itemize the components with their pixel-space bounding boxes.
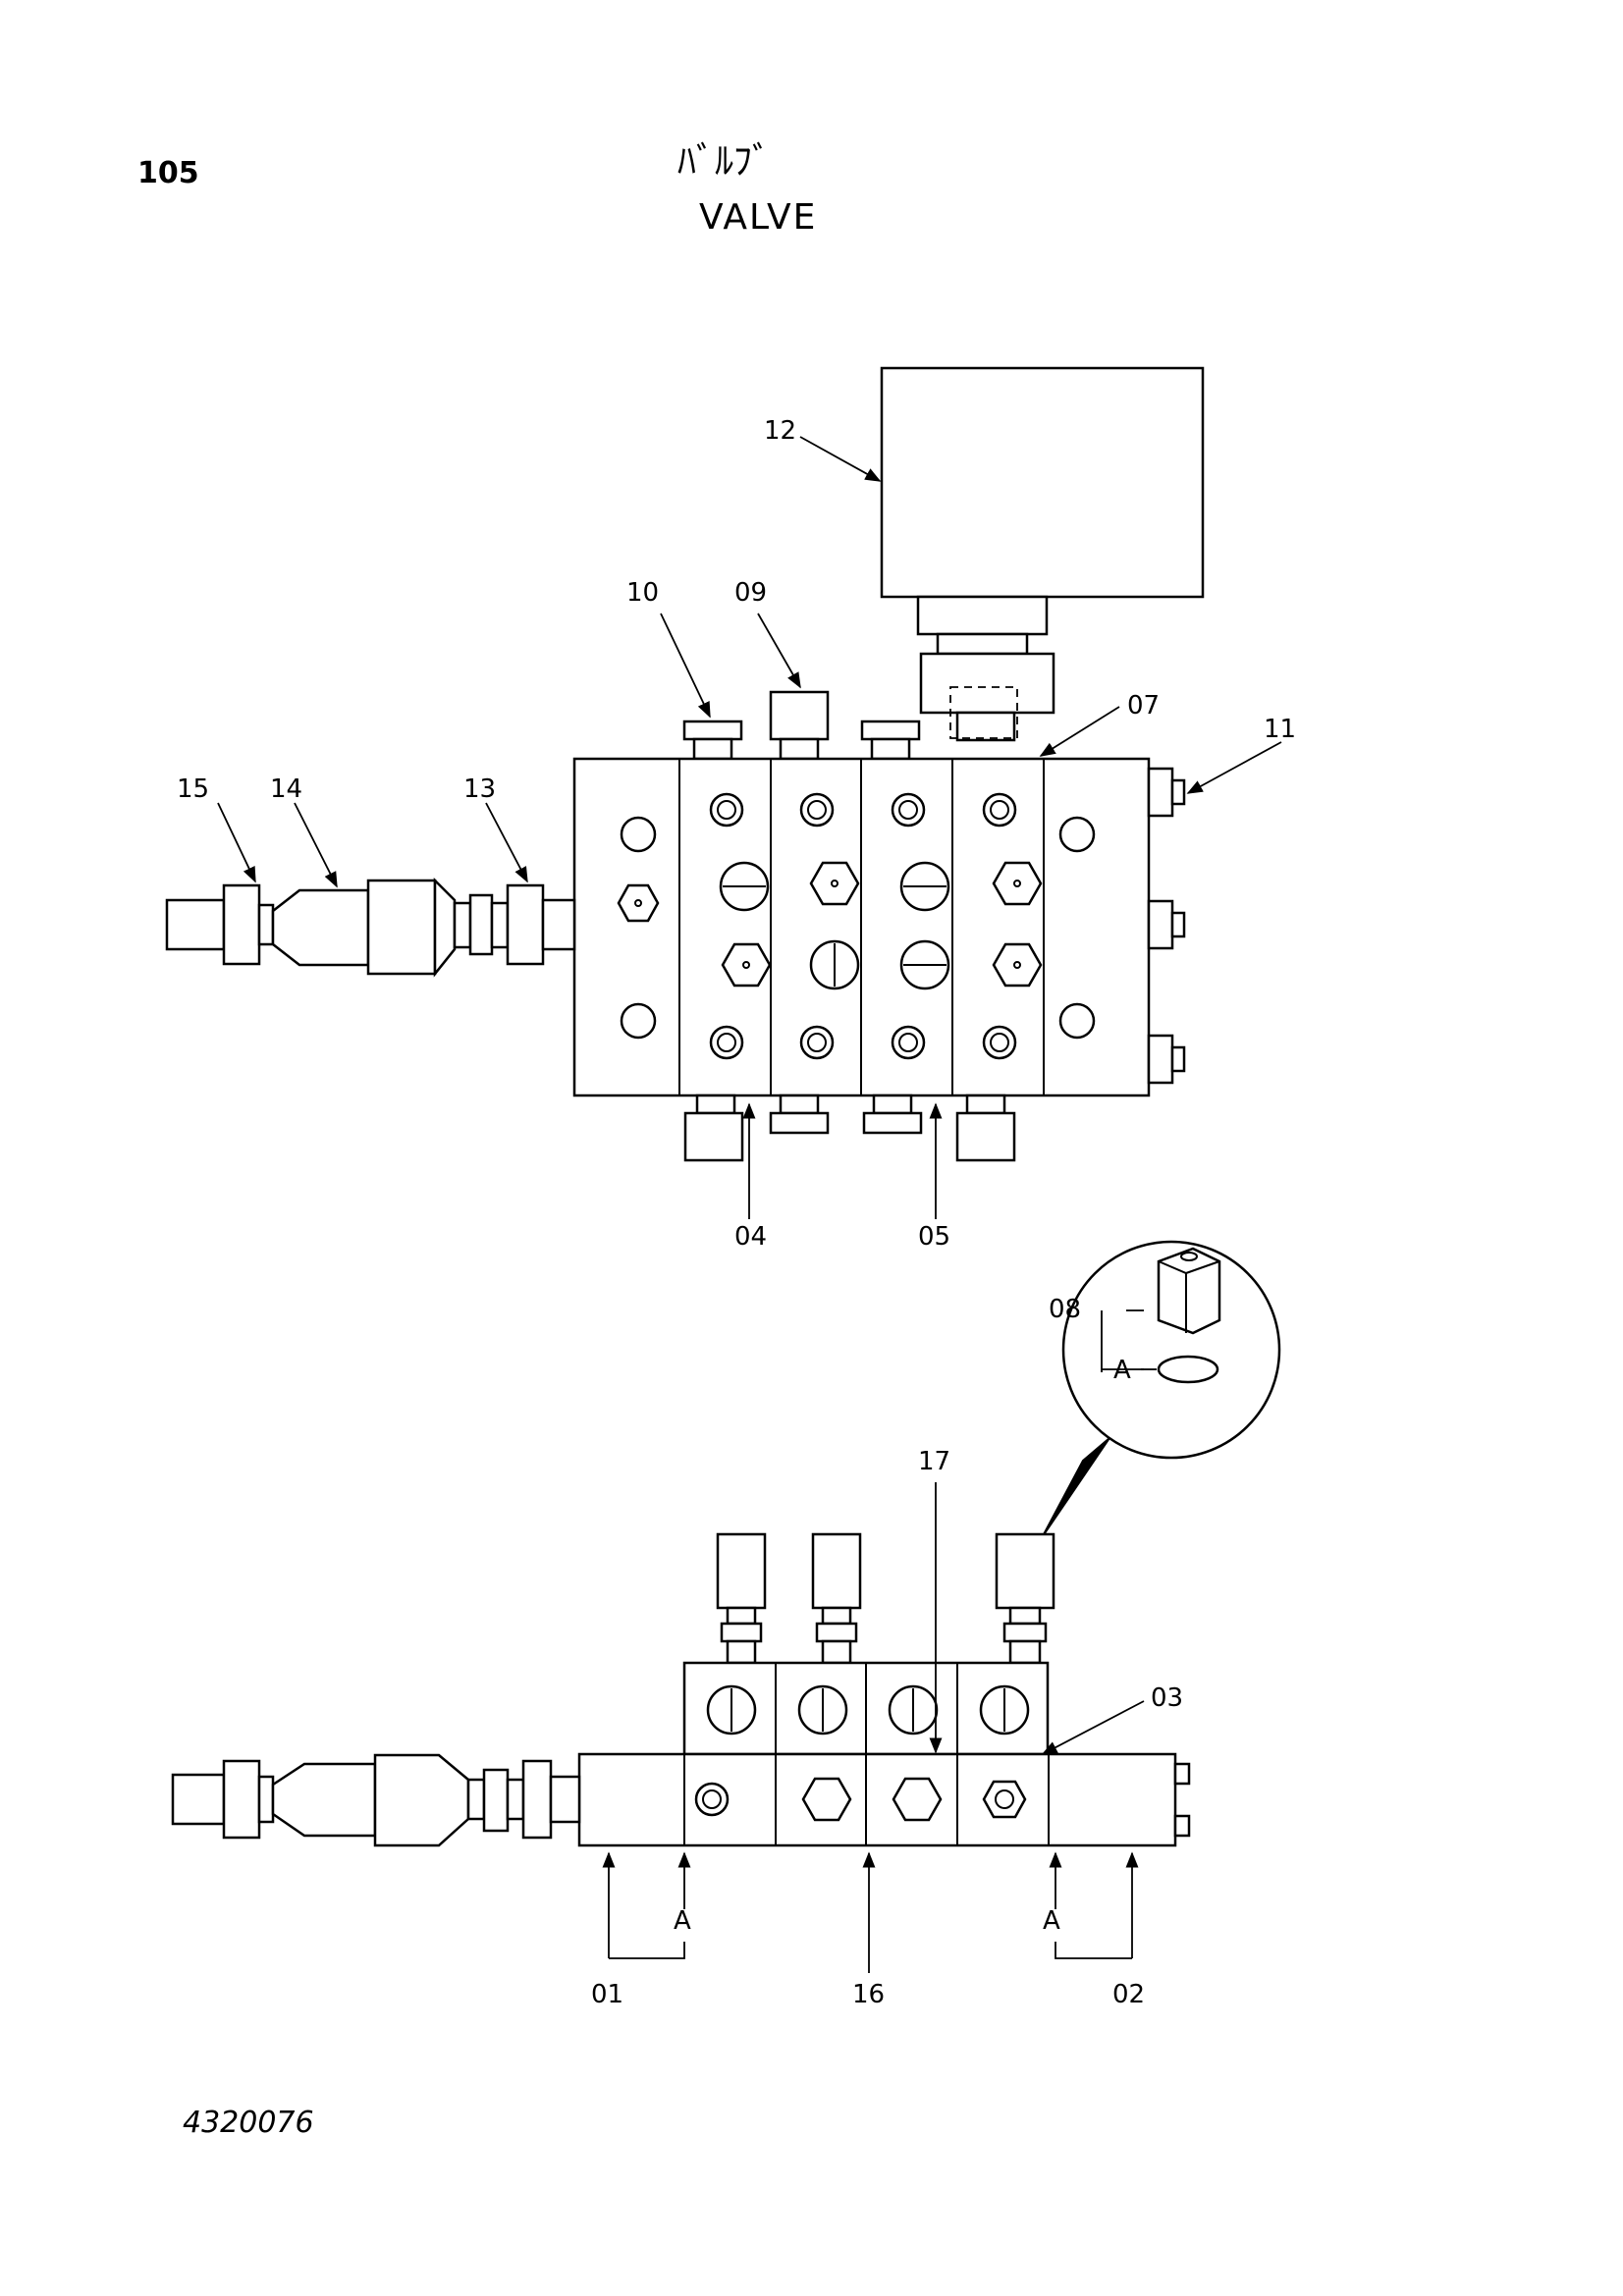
callout-16: 16 [852, 1980, 885, 2009]
adjusters [719, 861, 1043, 990]
callout-01: 01 [591, 1980, 623, 2009]
callout-13: 13 [463, 774, 496, 804]
solenoid-hidden-outline [949, 686, 1018, 739]
top-view [165, 366, 1205, 1162]
callout-detail-a: A [1113, 1356, 1131, 1385]
callout-10: 10 [626, 578, 659, 608]
title-english: VALVE [699, 197, 818, 238]
callout-07: 07 [1127, 691, 1160, 721]
callout-labels: 12 10 09 07 11 15 14 13 04 05 08 A 17 03… [177, 416, 1296, 2009]
solenoid-box [880, 366, 1205, 599]
hose-assembly-top [165, 877, 576, 978]
solenoid-neck [916, 595, 1049, 636]
callout-08: 08 [1049, 1295, 1081, 1324]
side-view [171, 1532, 1191, 1847]
fitting-top-cap [860, 720, 921, 741]
solenoid-thread [936, 632, 1029, 656]
fitting-09-nut [769, 690, 830, 741]
callout-15: 15 [177, 774, 209, 804]
callout-09: 09 [734, 578, 767, 608]
callout-17: 17 [918, 1447, 950, 1476]
callout-11: 11 [1264, 715, 1296, 744]
solenoid-stem [955, 711, 1016, 742]
page-number: 105 [137, 156, 199, 190]
callout-12: 12 [764, 416, 796, 446]
callout-05: 05 [918, 1222, 950, 1252]
callout-a-right: A [1043, 1906, 1060, 1936]
fitting-10-cap [682, 720, 743, 741]
title-japanese: ﾊﾞﾙﾌﾞ [677, 139, 772, 183]
fitting-09-body [779, 737, 820, 761]
hose-assembly-side [171, 1753, 581, 1847]
fitting-top-body [870, 737, 911, 761]
fitting-10-body [692, 737, 733, 761]
callout-04: 04 [734, 1222, 767, 1252]
callout-03: 03 [1151, 1683, 1183, 1713]
callout-02: 02 [1112, 1980, 1145, 2009]
leader-lines [217, 436, 1282, 1973]
document-number: 4320076 [183, 2106, 314, 2140]
detail-a-circle [1042, 1240, 1281, 1537]
callout-14: 14 [270, 774, 302, 804]
solenoid-nut [919, 652, 1055, 715]
bolt-row [709, 792, 1017, 1060]
callout-a-left: A [674, 1906, 691, 1936]
